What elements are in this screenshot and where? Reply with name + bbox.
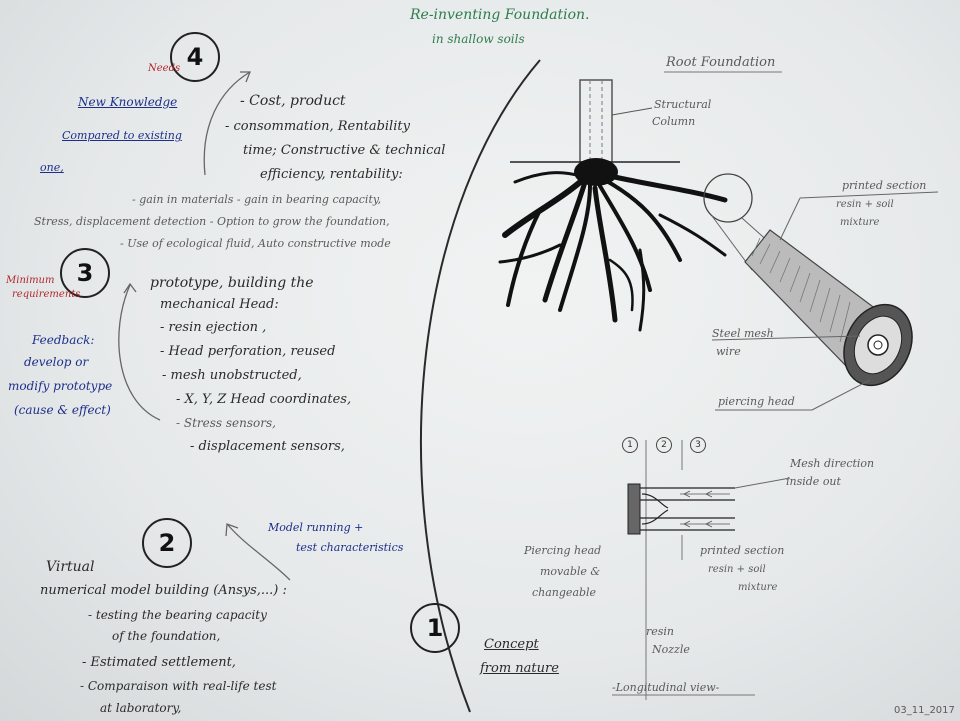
- model-running-2: test characteristics: [296, 541, 404, 554]
- feedback-2: develop or: [24, 355, 89, 369]
- new-knowledge-2: Compared to existing: [62, 129, 182, 142]
- concept-1: Concept: [484, 637, 539, 652]
- structural-column-1: Structural: [654, 98, 712, 111]
- longitudinal-view: [627, 440, 791, 700]
- step-4-item-1: - Cost, product: [240, 93, 346, 109]
- step-3-item-1: prototype, building the: [150, 275, 314, 291]
- phase-3: 3: [690, 437, 706, 453]
- step-2-item-1: Virtual: [46, 559, 95, 575]
- long-piercing-head-2: movable &: [540, 565, 601, 578]
- arrow-2-up-head: [225, 523, 239, 537]
- step-3-item-6: - X, Y, Z Head coordinates,: [176, 392, 352, 407]
- step-4-extra-3: - Use of ecological fluid, Auto construc…: [120, 237, 391, 250]
- long-piercing-head-3: changeable: [532, 586, 597, 599]
- printed-section-3: mixture: [840, 217, 880, 228]
- min-req-2: requirements: [12, 289, 81, 300]
- arrow-2-up: [227, 524, 291, 581]
- new-knowledge-3: one,: [40, 161, 64, 174]
- mesh-direction-1: Mesh direction: [790, 457, 875, 470]
- step-2-item-7: at laboratory,: [100, 701, 182, 715]
- step-4-item-2: - consommation, Rentability: [225, 119, 410, 134]
- step-1-circle: 1: [410, 603, 460, 653]
- step-2-item-3: - testing the bearing capacity: [88, 608, 267, 622]
- piercing-head-label: piercing head: [718, 395, 795, 408]
- resin-nozzle-1: resin: [646, 625, 675, 638]
- printed-section-2: resin + soil: [836, 199, 894, 210]
- step-3-item-3: - resin ejection ,: [160, 320, 267, 335]
- phase-2: 2: [656, 437, 672, 453]
- min-req-1: Minimum: [6, 275, 55, 286]
- long-printed-section-1: printed section: [700, 544, 785, 557]
- step-2-item-6: - Comparaison with real-life test: [80, 679, 277, 693]
- root-foundation-heading: Root Foundation: [666, 55, 776, 70]
- phase-1: 1: [622, 437, 638, 453]
- step-4-item-4: efficiency, rentability:: [260, 167, 403, 182]
- long-piercing-head-1: Piercing head: [524, 544, 602, 557]
- steel-mesh-2: wire: [716, 345, 741, 358]
- step-3-circle: 3: [60, 248, 110, 298]
- arrow-4-up: [203, 71, 251, 176]
- steel-mesh-1: Steel mesh: [712, 327, 774, 340]
- step-4-extra-1: - gain in materials - gain in bearing ca…: [132, 193, 382, 206]
- roots: [498, 158, 728, 332]
- arrow-3-up-head: [123, 282, 137, 294]
- date-stamp: 03_11_2017: [894, 705, 955, 716]
- step-2-item-5: - Estimated settlement,: [82, 655, 236, 670]
- resin-nozzle-2: Nozzle: [652, 643, 690, 656]
- step-3-item-5: - mesh unobstructed,: [162, 368, 302, 383]
- feedback-1: Feedback:: [32, 333, 95, 347]
- concept-2: from nature: [480, 661, 559, 676]
- feedback-3: modify prototype: [8, 379, 113, 393]
- step-3-item-2: mechanical Head:: [160, 297, 279, 312]
- longitudinal-view-label: -Longitudinal view-: [612, 681, 720, 694]
- step-4-circle: 4: [170, 32, 220, 82]
- step-3-item-8: - displacement sensors,: [190, 439, 345, 454]
- long-printed-section-3: mixture: [738, 582, 778, 593]
- title-line-1: Re-inventing Foundation.: [410, 7, 590, 23]
- step-2-item-4: of the foundation,: [112, 629, 221, 643]
- needs-label: Needs: [148, 63, 181, 74]
- step-2-item-2: numerical model building (Ansys,...) :: [40, 583, 287, 598]
- mesh-direction-2: inside out: [786, 475, 841, 488]
- arrow-3-up: [118, 284, 161, 421]
- printed-section-cylinder: [744, 229, 913, 387]
- step-3-item-7: - Stress sensors,: [176, 416, 276, 430]
- model-running-1: Model running +: [268, 521, 364, 534]
- detail-circle: [703, 173, 753, 223]
- printed-section-1: printed section: [842, 179, 927, 192]
- step-2-circle: 2: [142, 518, 192, 568]
- structural-column: [579, 79, 613, 163]
- step-4-extra-2: Stress, displacement detection - Option …: [34, 215, 390, 228]
- structural-column-2: Column: [652, 115, 696, 128]
- new-knowledge-1: New Knowledge: [78, 95, 178, 109]
- title-line-2: in shallow soils: [432, 32, 525, 46]
- long-printed-section-2: resin + soil: [708, 564, 766, 575]
- arrow-4-up-head: [240, 71, 251, 83]
- step-4-item-3: time; Constructive & technical: [243, 143, 446, 158]
- step-3-item-4: - Head perforation, reused: [160, 344, 336, 359]
- feedback-4: (cause & effect): [14, 403, 111, 417]
